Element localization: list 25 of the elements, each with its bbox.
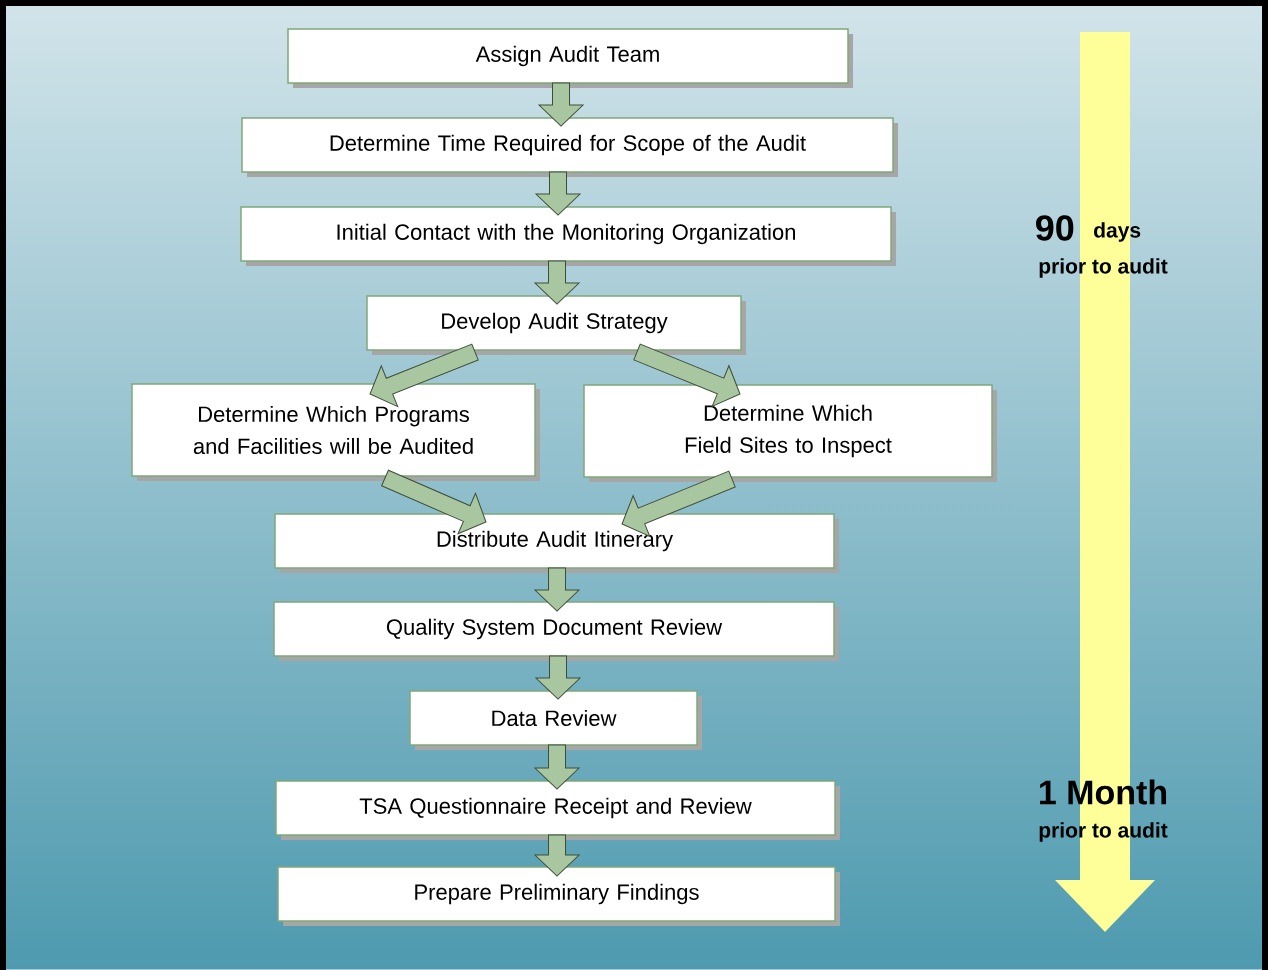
process-box: TSA Questionnaire Receipt and Review — [275, 780, 840, 840]
block-arrow — [621, 470, 736, 537]
process-box: Prepare Preliminary Findings — [277, 866, 840, 926]
process-box: Initial Contact with the Monitoring Organization — [240, 206, 896, 266]
block-arrow — [534, 834, 580, 877]
block-arrow — [534, 744, 580, 790]
note-text: prior to audit — [1039, 258, 1168, 278]
block-arrow — [538, 82, 584, 127]
block-arrow — [534, 260, 580, 305]
block-arrow — [369, 343, 479, 408]
process-box: Distribute Audit Itinerary — [274, 513, 839, 573]
process-box: Quality System Document Review — [273, 601, 839, 661]
process-box: Determine Time Required for Scope of the Audit — [241, 117, 898, 177]
note-text: 90 — [1036, 215, 1074, 241]
process-box: Determine Which Field Sites to Inspect — [583, 384, 997, 482]
process-box: Data Review — [409, 690, 702, 750]
process-box: Develop Audit Strategy — [366, 295, 746, 355]
block-arrow — [535, 171, 581, 216]
process-box: Assign Audit Team — [287, 28, 853, 88]
block-arrow — [534, 567, 580, 612]
block-arrow — [535, 655, 581, 700]
block-arrow — [633, 343, 741, 407]
block-arrow — [381, 469, 487, 535]
process-box: Determine Which Programs and Facilities will be Audited — [131, 383, 540, 481]
note-text: days — [1094, 222, 1141, 242]
